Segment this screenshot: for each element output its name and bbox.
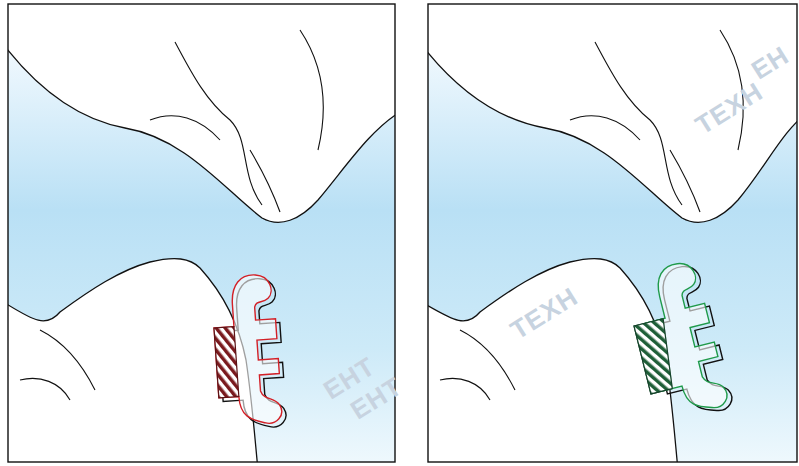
right-panel (418, 0, 799, 466)
left-panel (0, 0, 400, 466)
